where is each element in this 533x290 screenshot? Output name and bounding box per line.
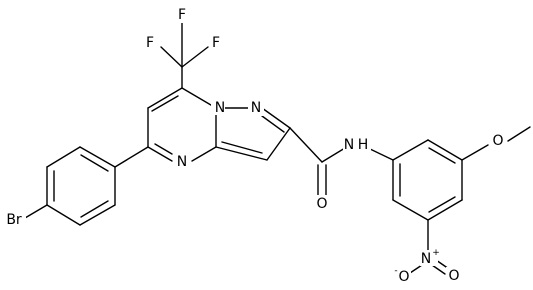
atom-nh-n: N — [344, 137, 354, 153]
bond-ar-ome — [461, 144, 489, 161]
atom-o-methoxy: O — [492, 133, 503, 149]
atom-n1: N — [251, 100, 261, 116]
bond-p-5-6 — [79, 204, 116, 226]
bond-c2-c3 — [266, 127, 291, 161]
atom-f3: F — [212, 35, 220, 51]
charge-minus: - — [394, 266, 397, 276]
bond-r-2-3 — [427, 139, 463, 161]
bond-r-4-5-inner — [428, 196, 456, 213]
atom-f2: F — [178, 7, 186, 23]
bond-nitro-o1 — [409, 264, 423, 274]
bond-c7-c6 — [147, 87, 183, 109]
bond-p-br — [24, 204, 48, 219]
bond-p-1-2 — [79, 146, 116, 168]
bond-p-1-2-inner — [80, 154, 109, 172]
bond-n4-c3a — [191, 146, 217, 162]
charge-plus: + — [432, 248, 440, 258]
bond-camide-n — [321, 147, 346, 163]
bond-c7-c6-inner — [151, 95, 179, 112]
bond-c3-c3a-inner — [221, 141, 263, 154]
bonds — [24, 19, 531, 275]
atom-n8: N — [215, 100, 225, 116]
atom-nh-h: H — [358, 137, 369, 153]
bond-c5-n4 — [147, 146, 173, 162]
bond-o-ch3 — [507, 126, 531, 142]
atom-n-nitro: N — [421, 251, 431, 267]
bond-n8-c7 — [181, 87, 217, 109]
bond-n1-c2 — [261, 107, 291, 129]
bond-nitro-o2 — [431, 264, 446, 275]
bond-p-5-6-inner — [80, 200, 109, 218]
bond-r-5-6 — [392, 199, 429, 221]
atom-o-nitro1: O — [398, 269, 409, 285]
bond-cf3-f1 — [160, 46, 183, 68]
bond-p-2-3 — [46, 146, 81, 168]
bond-c2-camide — [289, 127, 323, 163]
atom-n4: N — [177, 154, 187, 170]
bond-c3-c3a — [215, 146, 268, 161]
atom-br: Br — [6, 212, 22, 228]
bond-cf3-f3 — [181, 46, 209, 68]
atom-o-nitro2: O — [448, 268, 459, 284]
atom-o-amide: O — [316, 196, 327, 212]
bond-r-4-5 — [427, 199, 463, 221]
atom-labels: F F F N N N N H O O N + - O O Br — [2, 6, 506, 285]
bond-r-1-2 — [392, 139, 429, 161]
bond-n-ar — [367, 147, 394, 161]
bond-r-2-3-inner — [428, 147, 456, 164]
bond-c5-n4-inner — [154, 143, 173, 155]
bond-n1-c2-inner — [261, 115, 285, 133]
bond-p-4-5 — [46, 204, 81, 226]
atom-f1: F — [146, 35, 154, 51]
bond-c5-ph — [114, 146, 149, 168]
